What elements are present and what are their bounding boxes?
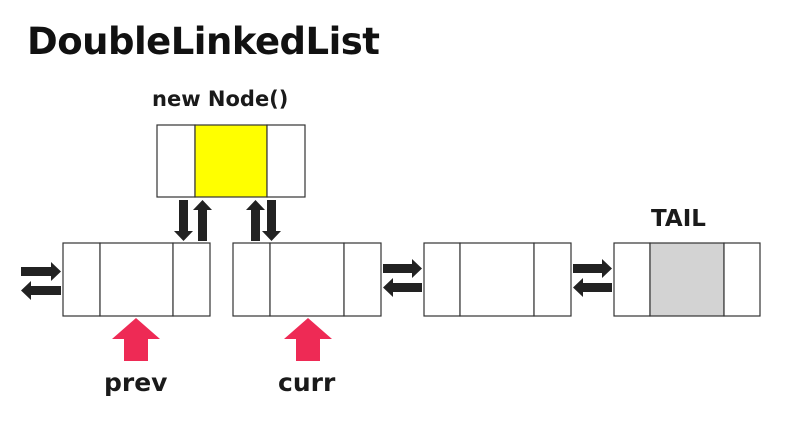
arrow-down-icon xyxy=(174,200,193,241)
tail-label: TAIL xyxy=(651,206,706,232)
arrow-left-icon xyxy=(21,281,61,300)
arrow-up-icon xyxy=(193,200,212,241)
node-prev-next-cell xyxy=(172,242,211,317)
new-node xyxy=(156,124,306,198)
node-third-next-cell xyxy=(533,242,572,317)
node-curr-data-cell xyxy=(269,242,345,317)
new-prev-link-arrows xyxy=(174,200,212,241)
new-curr-link-arrows xyxy=(246,200,281,241)
new-node-label: new Node() xyxy=(152,87,289,111)
arrow-down-icon xyxy=(262,200,281,241)
arrow-left-icon xyxy=(383,278,422,297)
curr-third-link-arrows xyxy=(383,259,422,297)
node-third-data-cell xyxy=(459,242,535,317)
curr-pointer-arrow-icon xyxy=(284,318,332,361)
node-prev-data-cell xyxy=(99,242,174,317)
node-third xyxy=(423,242,572,317)
arrow-right-icon xyxy=(21,262,61,281)
node-curr-next-cell xyxy=(343,242,382,317)
node-prev xyxy=(62,242,211,317)
curr-label: curr xyxy=(278,368,336,397)
node-prev-prev-cell xyxy=(62,242,101,317)
node-third-prev-cell xyxy=(423,242,461,317)
prev-pointer-arrow-icon xyxy=(112,318,160,361)
node-tail-data-cell xyxy=(649,242,725,317)
node-tail xyxy=(613,242,761,317)
new-node-next-cell xyxy=(266,124,306,198)
new-node-prev-cell xyxy=(156,124,196,198)
page-title: DoubleLinkedList xyxy=(27,20,380,63)
arrow-right-icon xyxy=(383,259,422,278)
node-tail-prev-cell xyxy=(613,242,651,317)
node-tail-next-cell xyxy=(723,242,761,317)
new-node-data-cell xyxy=(194,124,268,198)
node-curr xyxy=(232,242,382,317)
node-curr-prev-cell xyxy=(232,242,271,317)
arrow-right-icon xyxy=(573,259,612,278)
third-tail-link-arrows xyxy=(573,259,612,297)
arrow-left-icon xyxy=(573,278,612,297)
arrow-up-icon xyxy=(246,200,265,241)
left-edge-link-arrows xyxy=(21,262,61,300)
prev-label: prev xyxy=(104,368,168,397)
